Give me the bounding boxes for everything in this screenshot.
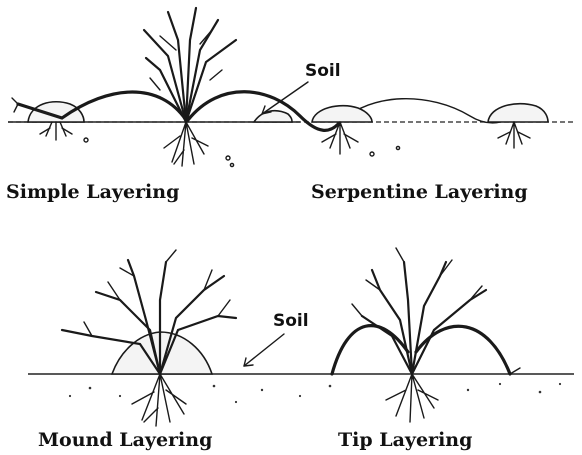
bottom-soil-label: Soil [273, 311, 309, 331]
soil-speckles [69, 383, 561, 403]
pebble [226, 156, 230, 160]
serpentine-layered-stem [188, 92, 340, 131]
tip-stem-tip-right [510, 368, 520, 374]
bottom-row-illustration: Soil [28, 248, 574, 426]
pebble [396, 146, 399, 149]
top-soil-label: Soil [305, 61, 341, 81]
serpentine-soil-mound-2 [488, 104, 548, 122]
serpentine-roots-2 [498, 122, 530, 148]
simple-stem-tip [12, 98, 18, 112]
pebble [84, 138, 88, 142]
mound-layering-caption: Mound Layering [38, 429, 212, 451]
tip-layered-stem-left [332, 326, 408, 374]
serpentine-roots-1 [322, 122, 358, 154]
pebble [230, 163, 233, 166]
tip-layered-stem-right [416, 326, 510, 374]
serpentine-layering-caption: Serpentine Layering [311, 181, 528, 203]
simple-layering-caption: Simple Layering [6, 181, 179, 203]
top-row-illustration: Soil [8, 8, 576, 167]
top-soil-patch [254, 111, 292, 122]
tip-layering-caption: Tip Layering [338, 429, 472, 451]
pebble [370, 152, 374, 156]
bottom-soil-arrow [244, 334, 284, 366]
serpentine-soil-mound-1 [312, 106, 372, 122]
tip-parent-plant [352, 248, 486, 422]
simple-roots [40, 122, 72, 140]
simple-soil-mound [28, 102, 84, 122]
top-soil-arrow [262, 82, 308, 114]
simple-parent-plant [144, 8, 236, 166]
